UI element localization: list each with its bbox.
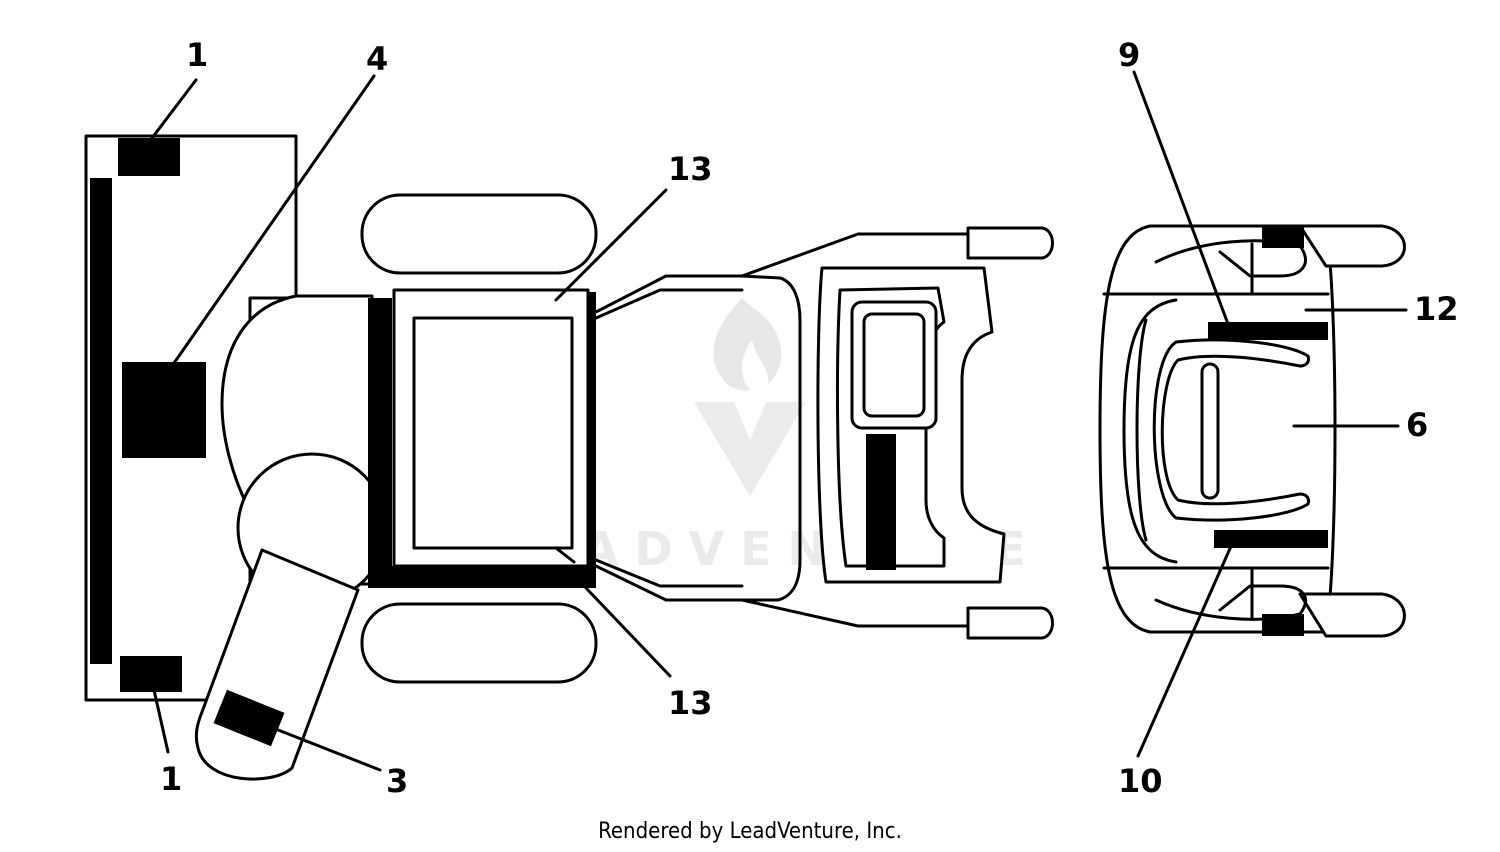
callout-13-bottom: 13 (668, 684, 713, 722)
leader-13-top (554, 188, 668, 302)
handle-loop-bottom (1298, 592, 1406, 638)
leader-lines (150, 70, 1408, 772)
leader-9 (1132, 70, 1230, 326)
shell-contour (1122, 298, 1178, 564)
leader-3 (266, 724, 382, 772)
shoulder-top (1154, 239, 1307, 278)
center-cover (1152, 338, 1310, 522)
handle-frame-inner (740, 274, 802, 602)
render-credit: Rendered by LeadVenture, Inc. (598, 819, 902, 844)
decal-4 (122, 362, 206, 458)
decal-9 (1208, 322, 1328, 340)
callout-1-top: 1 (186, 36, 208, 74)
engine-cover (392, 288, 590, 568)
leader-13-bottom (584, 586, 672, 678)
tire-bottom (360, 602, 598, 684)
shoulder-bottom (1154, 584, 1307, 621)
leader-13-inner (554, 546, 576, 564)
engine-cover-panel (412, 316, 574, 550)
callout-6: 6 (1406, 406, 1428, 444)
center-slot (1200, 362, 1220, 500)
front-blade-bar (90, 178, 112, 664)
callout-3: 3 (386, 762, 408, 800)
callout-12: 12 (1414, 290, 1459, 328)
display-window-inner (862, 312, 926, 418)
callout-4: 4 (366, 40, 388, 78)
leader-4 (170, 74, 376, 368)
callout-10: 10 (1118, 762, 1163, 800)
shell-contour-2 (1135, 318, 1148, 542)
frame-connect (594, 288, 744, 320)
callout-13-top: 13 (668, 150, 713, 188)
decal-1-top (118, 138, 180, 176)
machine-top-view (84, 134, 1054, 781)
watermark-flame-icon (713, 298, 782, 391)
grip-top (966, 226, 1054, 260)
machine-rear-view (1098, 224, 1406, 638)
leader-1-bottom (152, 688, 170, 754)
grip-bottom (966, 606, 1054, 640)
decal-10 (1214, 530, 1328, 548)
leader-10 (1136, 542, 1234, 758)
control-decal-strip (866, 434, 896, 570)
frame-bar-bottom (378, 566, 596, 588)
watermark-v-icon (694, 402, 806, 496)
decal-3 (213, 689, 285, 747)
frame-bar-left (368, 298, 392, 588)
decal-1-bottom (120, 656, 182, 692)
tire-top (360, 193, 598, 275)
callout-1-bottom: 1 (160, 760, 182, 798)
leader-1-top (150, 78, 198, 140)
callout-9: 9 (1118, 36, 1140, 74)
handle-loop-top (1298, 224, 1406, 268)
display-window-outer (850, 300, 938, 430)
callout-labels: 1 4 13 9 12 6 1 3 13 10 (160, 36, 1459, 800)
frame-connect-2 (594, 558, 744, 588)
